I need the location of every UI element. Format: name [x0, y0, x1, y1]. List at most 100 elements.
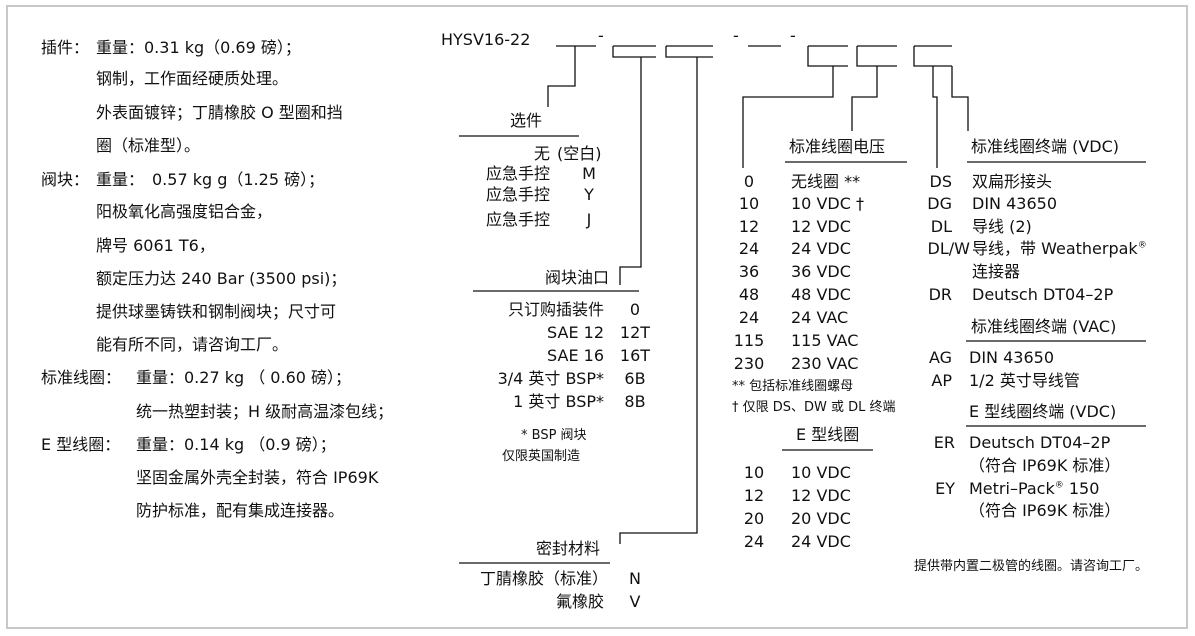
seal-label: 丁腈橡胶（标准） [479, 569, 608, 588]
port-label: 1 英寸 BSP* [513, 392, 604, 411]
port-code: 0 [629, 300, 641, 319]
options-heading: 选件 [510, 111, 543, 130]
voltage-code: 24 [738, 308, 760, 327]
e-voltage-label: 20 VDC [791, 509, 851, 528]
e-coil-line-2: 坚固金属外壳全封装，符合 IP69K [136, 468, 379, 487]
body-line-3: 牌号 6061 T6， [96, 236, 215, 255]
term-label: 导线，带 Weatherpak® [972, 239, 1147, 258]
e-voltage-code: 12 [743, 486, 765, 505]
term-e-heading: E 型线圈终端 (VDC) [969, 402, 1117, 421]
e-voltage-heading: E 型线圈 [796, 425, 860, 444]
term-code: DR [928, 285, 952, 304]
port-code: 16T [619, 346, 651, 365]
voltage-note-2: † 仅限 DS、DW 或 DL 终端 [732, 400, 896, 415]
std-coil-label: 标准线圈： [41, 368, 122, 387]
port-label: SAE 16 [547, 346, 604, 365]
term-label: Deutsch DT04–2P [969, 433, 1111, 452]
term-code: DL/W [927, 239, 970, 258]
option-label: 应急手控 [485, 185, 550, 204]
term-label: DIN 43650 [972, 194, 1057, 213]
voltage-label: 36 VDC [791, 262, 851, 281]
seals-heading: 密封材料 [536, 539, 601, 558]
term-vdc-heading: 标准线圈终端 (VDC) [971, 137, 1120, 156]
term-label: 1/2 英寸导线管 [969, 371, 1080, 390]
e-voltage-label: 24 VDC [791, 532, 851, 551]
body-line-6: 能有所不同，请咨询工厂。 [96, 335, 289, 354]
term-label-cont: 连接器 [972, 262, 1021, 281]
voltage-label: 230 VAC [791, 354, 859, 373]
std-coil-line-2: 统一热塑封装；H 级耐高温漆包线； [136, 402, 394, 421]
voltage-note-1: ** 包括标准线圈螺母 [732, 379, 854, 394]
option-label: 无 [533, 144, 550, 163]
cartridge-line-3: 外表面镀锌；丁腈橡胶 O 型圈和挡 [96, 103, 343, 122]
term-label: DIN 43650 [969, 348, 1054, 367]
port-note-2: 仅限英国制造 [502, 449, 581, 464]
port-code: 6B [624, 369, 646, 388]
term-code: EY [935, 479, 955, 498]
term-vac-heading: 标准线圈终端 (VAC) [971, 317, 1117, 336]
option-label: 应急手控 [485, 164, 550, 183]
option-label: 应急手控 [485, 210, 550, 229]
port-code: 12T [619, 323, 651, 342]
e-voltage-code: 20 [743, 509, 765, 528]
voltage-code: 24 [738, 239, 760, 258]
e-coil-label: E 型线圈： [41, 435, 121, 454]
ports-heading: 阀块油口 [545, 268, 610, 287]
footer-note: 提供带内置二极管的线圈。请咨询工厂。 [914, 559, 1149, 574]
term-code: AP [931, 371, 952, 390]
body-line-4: 额定压力达 240 Bar (3500 psi)； [96, 269, 347, 288]
e-voltage-label: 12 VDC [791, 486, 851, 505]
std-voltage-heading: 标准线圈电压 [789, 137, 886, 156]
option-code: M [582, 164, 596, 183]
port-note-1: * BSP 阀块 [521, 428, 587, 443]
page-frame [6, 5, 1188, 629]
voltage-label: 无线圈 ** [791, 172, 861, 191]
term-label: Metri–Pack® 150 [969, 479, 1100, 498]
code-dash-3: - [790, 26, 796, 45]
port-label: 只订购插装件 [507, 300, 604, 319]
voltage-code: 10 [738, 194, 760, 213]
voltage-label: 10 VDC † [791, 194, 864, 213]
term-label: Deutsch DT04–2P [972, 285, 1114, 304]
model-code: HYSV16-22 [441, 30, 531, 49]
cartridge-label: 插件： [41, 38, 90, 57]
option-code: J [586, 210, 592, 229]
seal-code: V [629, 592, 641, 611]
voltage-code: 230 [733, 354, 765, 373]
seal-label: 氟橡胶 [555, 592, 604, 611]
voltage-code: 36 [738, 262, 760, 281]
option-code: Y [584, 185, 594, 204]
voltage-code: 0 [743, 172, 755, 191]
voltage-code: 12 [738, 217, 760, 236]
term-code: DS [929, 172, 952, 191]
cartridge-line-2: 钢制，工作面经硬质处理。 [96, 69, 289, 88]
registered-mark: ® [1054, 480, 1064, 491]
std-coil-line-1: 重量：0.27 kg （ 0.60 磅）； [136, 368, 352, 387]
body-line-1: 重量： 0.57 kg g（1.25 磅）； [96, 170, 325, 189]
port-label: SAE 12 [547, 323, 604, 342]
cartridge-line-4: 圈（标准型）。 [96, 136, 201, 155]
body-line-5: 提供球墨铸铁和钢制阀块；尺寸可 [96, 302, 337, 321]
e-coil-line-3: 防护标准，配有集成连接器。 [136, 501, 345, 520]
term-code: AG [928, 348, 952, 367]
voltage-label: 12 VDC [791, 217, 851, 236]
port-label: 3/4 英寸 BSP* [497, 369, 604, 388]
voltage-label: 48 VDC [791, 285, 851, 304]
term-code: DG [927, 194, 952, 213]
voltage-code: 115 [733, 331, 765, 350]
e-voltage-label: 10 VDC [791, 463, 851, 482]
term-code: ER [933, 433, 955, 452]
voltage-code: 48 [738, 285, 760, 304]
body-label: 阀块： [41, 170, 90, 189]
body-line-2: 阳极氧化高强度铝合金， [96, 202, 273, 221]
term-label-cont: （符合 IP69K 标准） [969, 501, 1121, 520]
e-coil-line-1: 重量：0.14 kg （0.9 磅）； [136, 435, 336, 454]
code-dash-2: - [733, 26, 739, 45]
voltage-label: 24 VDC [791, 239, 851, 258]
voltage-label: 24 VAC [791, 308, 849, 327]
seal-code: N [629, 569, 641, 588]
term-code: DL [930, 217, 952, 236]
e-voltage-code: 24 [743, 532, 765, 551]
cartridge-line-1: 重量：0.31 kg（0.69 磅）； [96, 38, 301, 57]
